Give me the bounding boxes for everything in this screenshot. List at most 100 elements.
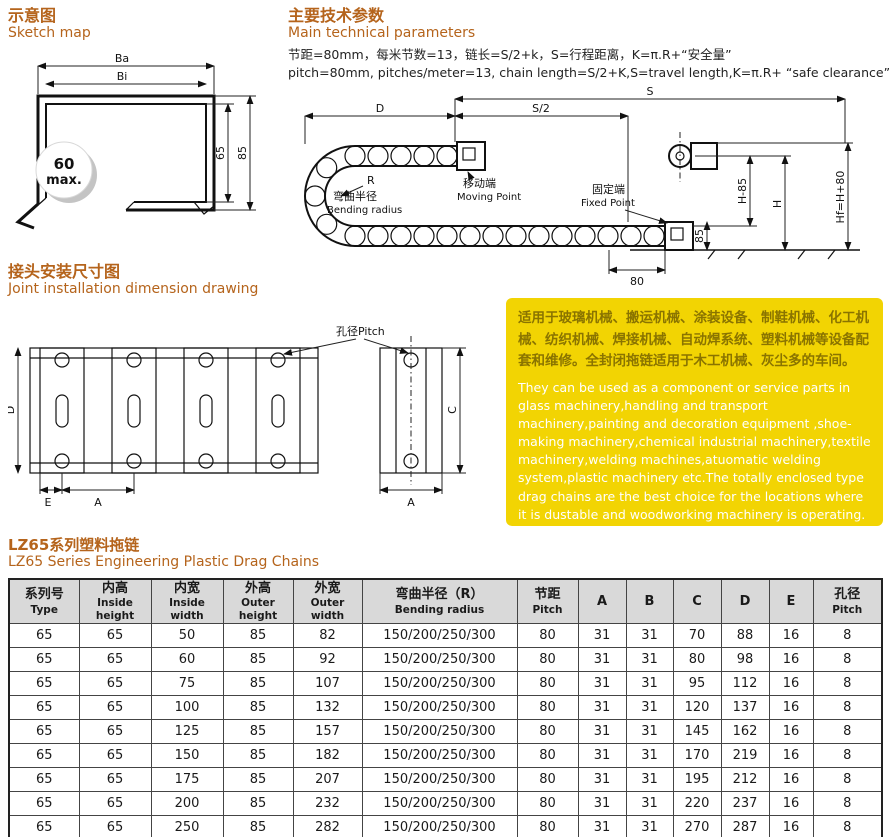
table-cell: 207 <box>292 767 363 793</box>
joint-front-view <box>29 347 319 474</box>
table-cell: 150/200/250/300 <box>361 791 518 817</box>
chain-body <box>304 141 694 251</box>
radius-letter: R <box>367 174 375 187</box>
table-cell: 200 <box>150 791 224 817</box>
sketch-max-badge: 60 max. <box>35 141 97 203</box>
table-cell: 16 <box>768 767 814 793</box>
chain-diagram: S S/2 D <box>304 85 860 288</box>
table-cell: 16 <box>768 671 814 697</box>
table-cell: 85 <box>222 767 294 793</box>
table-cell: 31 <box>625 719 674 745</box>
table-cell: 65 <box>78 623 152 649</box>
col-outer-height-zh: 外高 <box>244 581 271 596</box>
table-cell: 237 <box>720 791 770 817</box>
table-cell: 8 <box>812 671 883 697</box>
col-a: A <box>577 578 627 625</box>
moving-point-zh: 移动端 <box>463 177 496 190</box>
dim-85-label: 85 <box>693 229 706 243</box>
joint-side-view <box>379 336 443 485</box>
params-heading: 主要技术参数 Main technical parameters <box>288 6 475 43</box>
col-type-en: Type <box>30 603 58 616</box>
table-cell: 65 <box>78 791 152 817</box>
table-cell: 60 <box>150 647 224 673</box>
chain-top-dimensions: S S/2 D <box>304 85 846 222</box>
col-c-label: C <box>692 593 702 609</box>
table-cell: 85 <box>222 695 294 721</box>
table-cell: 31 <box>577 767 627 793</box>
table-cell: 65 <box>8 791 80 817</box>
series-title-en: LZ65 Series Engineering Plastic Drag Cha… <box>8 554 320 570</box>
table-cell: 212 <box>720 767 770 793</box>
table-cell: 82 <box>292 623 363 649</box>
col-e: E <box>768 578 814 625</box>
col-a-label: A <box>596 593 608 609</box>
dim-a-right-label: A <box>407 496 415 509</box>
table-cell: 16 <box>768 695 814 721</box>
col-b-label: B <box>644 593 655 609</box>
table-cell: 150/200/250/300 <box>361 647 518 673</box>
table-cell: 31 <box>577 671 627 697</box>
sketch-dimensions: Ba Bi 65 85 <box>37 52 256 211</box>
table-cell: 98 <box>720 647 770 673</box>
dim-e-label: E <box>45 496 52 509</box>
series-title-zh: LZ65系列塑料拖链 <box>8 536 140 554</box>
table-cell: 31 <box>625 695 674 721</box>
notice-text-en: They can be used as a component or servi… <box>518 379 871 522</box>
table-cell: 65 <box>8 623 80 649</box>
table-cell: 50 <box>150 623 224 649</box>
fixed-point-en: Fixed Point <box>581 198 635 209</box>
table-cell: 150/200/250/300 <box>361 767 518 793</box>
table-cell: 16 <box>768 647 814 673</box>
table-cell: 220 <box>672 791 722 817</box>
table-cell: 287 <box>720 815 770 837</box>
table-cell: 175 <box>150 767 224 793</box>
col-type-zh: 系列号 <box>24 587 64 603</box>
col-inside-height-en: Inside height <box>95 597 135 622</box>
table-cell: 80 <box>516 743 579 769</box>
table-cell: 150 <box>150 743 224 769</box>
col-d-label: D <box>739 593 751 609</box>
table-cell: 80 <box>672 647 722 673</box>
params-title-en: Main technical parameters <box>288 25 476 42</box>
table-cell: 85 <box>222 671 294 697</box>
table-cell: 85 <box>222 743 294 769</box>
table-cell: 85 <box>222 623 294 649</box>
table-cell: 162 <box>720 719 770 745</box>
col-bending-radius: 弯曲半径（R）Bending radius <box>361 578 518 625</box>
col-hole-pitch-zh: 孔径 <box>834 587 861 603</box>
table-cell: 150/200/250/300 <box>361 743 518 769</box>
table-cell: 80 <box>516 791 579 817</box>
table-cell: 182 <box>292 743 363 769</box>
joint-title-en: Joint installation dimension drawing <box>8 281 259 298</box>
table-cell: 31 <box>577 791 627 817</box>
table-cell: 8 <box>812 791 883 817</box>
table-cell: 8 <box>812 695 883 721</box>
moving-end-roller <box>668 132 718 182</box>
params-title-zh: 主要技术参数 <box>288 6 385 25</box>
table-cell: 31 <box>625 791 674 817</box>
notice-text-zh: 适用于玻璃机械、搬运机械、涂装设备、制鞋机械、化工机械、纺织机械、焊接机械、自动… <box>518 310 869 370</box>
table-cell: 65 <box>78 695 152 721</box>
table-cell: 150/200/250/300 <box>361 719 518 745</box>
table-cell: 65 <box>78 767 152 793</box>
table-cell: 80 <box>516 671 579 697</box>
dim-65-label: 65 <box>214 146 227 160</box>
table-cell: 85 <box>222 647 294 673</box>
chain-right-dimensions: H-85 H Hf=H+80 85 80 <box>608 142 860 288</box>
table-cell: 85 <box>222 815 294 837</box>
sketch-title-zh: 示意图 <box>8 6 57 25</box>
table-cell: 65 <box>8 743 80 769</box>
series-heading: LZ65系列塑料拖链 LZ65 Series Engineering Plast… <box>8 536 319 572</box>
col-outer-width-zh: 外宽 <box>314 581 341 596</box>
table-cell: 170 <box>672 743 722 769</box>
table-cell: 31 <box>625 815 674 837</box>
